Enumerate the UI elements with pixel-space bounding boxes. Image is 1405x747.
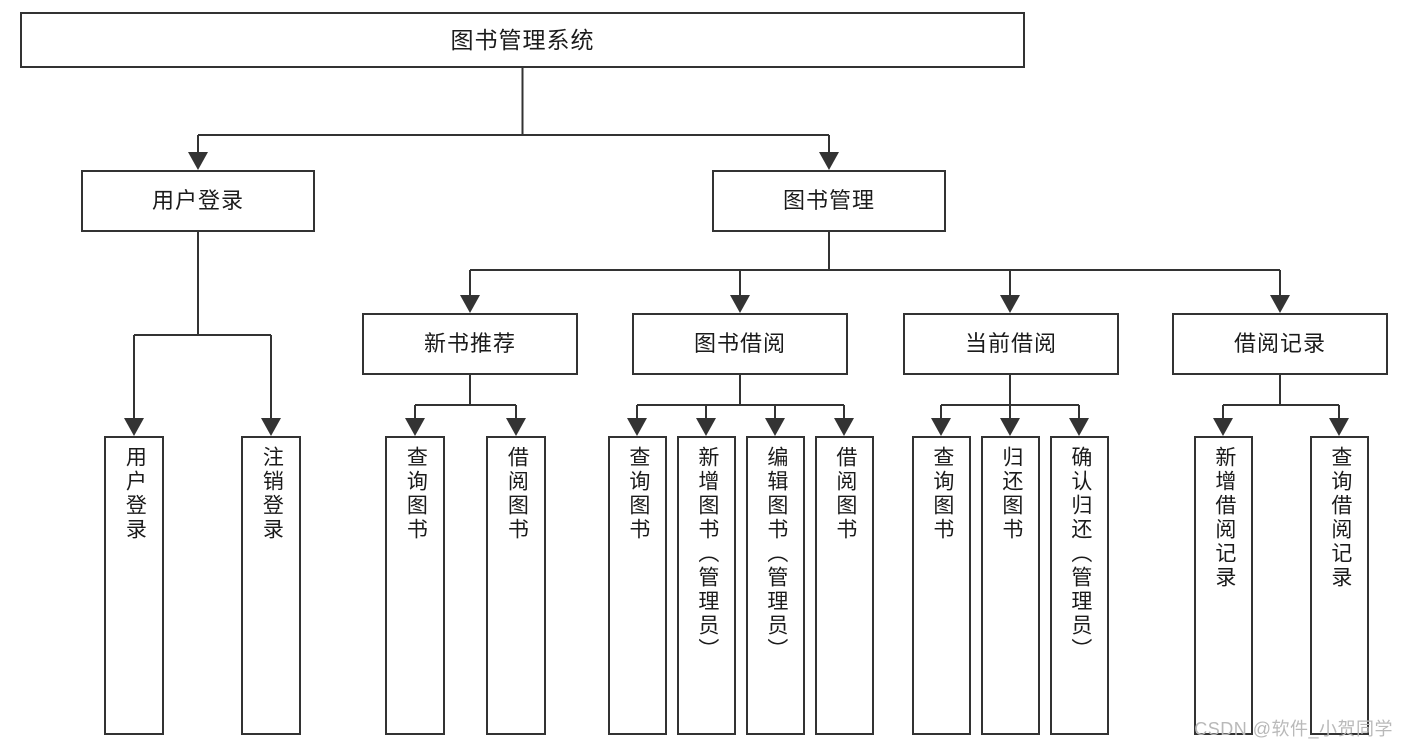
node-label: 注销登录 (260, 446, 284, 542)
node-label: 编辑图书（管理员） (764, 446, 788, 662)
node-label: 借阅记录 (1233, 331, 1326, 357)
node-root-book-management-system[interactable]: 图书管理系统 (20, 12, 1025, 68)
node-label: 当前借阅 (964, 331, 1057, 357)
node-label: 图书借阅 (693, 331, 786, 357)
leaf-book-borrow-edit-book-admin[interactable]: 编辑图书（管理员） (746, 436, 805, 735)
node-user-login[interactable]: 用户登录 (81, 170, 315, 232)
node-borrow-record[interactable]: 借阅记录 (1172, 313, 1388, 375)
node-label: 新增借阅记录 (1212, 446, 1236, 590)
leaf-book-borrow-borrow-book[interactable]: 借阅图书 (815, 436, 874, 735)
leaf-current-borrow-query-book[interactable]: 查询图书 (912, 436, 971, 735)
leaf-current-borrow-confirm-return-admin[interactable]: 确认归还（管理员） (1050, 436, 1109, 735)
node-current-borrow[interactable]: 当前借阅 (903, 313, 1119, 375)
node-label: 借阅图书 (833, 446, 857, 542)
node-book-borrow[interactable]: 图书借阅 (632, 313, 848, 375)
leaf-user-login-login[interactable]: 用户登录 (104, 436, 164, 735)
node-book-management[interactable]: 图书管理 (712, 170, 946, 232)
leaf-borrow-record-add-record[interactable]: 新增借阅记录 (1194, 436, 1253, 735)
node-label: 查询图书 (930, 446, 954, 542)
node-label: 用户登录 (151, 188, 244, 214)
leaf-new-book-borrow-book[interactable]: 借阅图书 (486, 436, 546, 735)
leaf-book-borrow-query-book[interactable]: 查询图书 (608, 436, 667, 735)
leaf-book-borrow-add-book-admin[interactable]: 新增图书（管理员） (677, 436, 736, 735)
node-label: 用户登录 (123, 446, 147, 542)
node-label: 查询图书 (626, 446, 650, 542)
node-label: 查询图书 (404, 446, 428, 542)
node-label: 图书管理系统 (450, 26, 595, 53)
csdn-watermark: CSDN @软件_小贺同学 (1194, 719, 1393, 739)
node-new-book-recommend[interactable]: 新书推荐 (362, 313, 578, 375)
node-label: 图书管理 (782, 188, 875, 214)
node-label: 新增图书（管理员） (695, 446, 719, 662)
node-label: 新书推荐 (423, 331, 516, 357)
leaf-current-borrow-return-book[interactable]: 归还图书 (981, 436, 1040, 735)
node-label: 借阅图书 (505, 446, 529, 542)
leaf-user-login-logout[interactable]: 注销登录 (241, 436, 301, 735)
node-label: 确认归还（管理员） (1068, 446, 1092, 662)
leaf-borrow-record-query-record[interactable]: 查询借阅记录 (1310, 436, 1369, 735)
leaf-new-book-query-book[interactable]: 查询图书 (385, 436, 445, 735)
node-label: 归还图书 (999, 446, 1023, 542)
node-label: 查询借阅记录 (1328, 446, 1352, 590)
